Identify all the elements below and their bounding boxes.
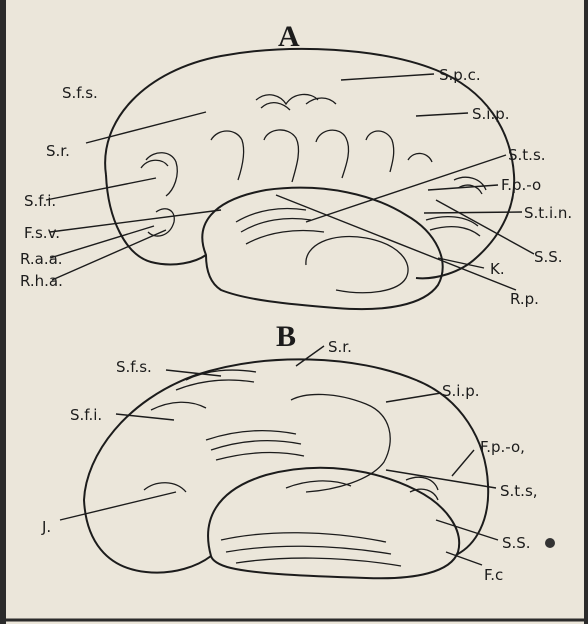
label-b-ss: S.S.	[502, 534, 531, 552]
figure-a: A	[20, 20, 572, 309]
label-b-sfi: S.f.i.	[70, 406, 102, 424]
figure-b-leader-lines	[60, 346, 498, 565]
label-a-raa: R.a.a.	[20, 250, 63, 268]
label-b-fpo: F.p.-o,	[480, 438, 525, 456]
brain-illustration: A	[6, 0, 588, 624]
ink-spot	[545, 538, 555, 548]
label-a-spc: S.p.c.	[439, 66, 481, 84]
label-a-sts: S.t.s.	[508, 146, 546, 164]
figure-b: B	[41, 320, 555, 584]
label-a-sfs: S.f.s.	[62, 84, 98, 102]
label-a-sip: S.i.p.	[472, 105, 510, 123]
figure-a-leader-lines	[46, 74, 534, 290]
figure-b-letter: B	[276, 320, 296, 353]
label-a-fsv: F.s.v.	[24, 224, 60, 242]
label-a-ss: S.S.	[534, 248, 563, 266]
label-a-stin: S.t.i.n.	[524, 204, 572, 222]
figure-a-lower-lobe	[306, 237, 408, 293]
label-a-rha: R.h.a.	[20, 272, 63, 290]
figure-a-lower-outline	[106, 175, 206, 264]
label-b-fc: F.c	[484, 566, 503, 584]
label-b-sr: S.r.	[328, 338, 352, 356]
label-b-sfs: S.f.s.	[116, 358, 152, 376]
figure-b-sylvian-fold	[291, 394, 390, 492]
figure-b-hemisphere-outline	[84, 359, 488, 555]
label-a-sr: S.r.	[46, 142, 70, 160]
figure-a-gyri	[141, 94, 486, 244]
label-a-rp: R.p.	[510, 290, 539, 308]
figure-b-labels: S.r. S.f.s. S.i.p. S.f.i. F.p.-o, S.t.s,…	[41, 338, 538, 584]
label-a-k: K.	[490, 260, 505, 278]
label-b-sts: S.t.s,	[500, 482, 538, 500]
label-a-fpo: F.p.-o	[501, 176, 541, 194]
figure-a-temporal-lobe	[202, 188, 442, 309]
label-b-sip: S.i.p.	[442, 382, 480, 400]
figure-b-lower-outline	[84, 500, 211, 573]
label-b-j: J.	[41, 518, 51, 536]
label-a-sfi: S.f.i.	[24, 192, 56, 210]
